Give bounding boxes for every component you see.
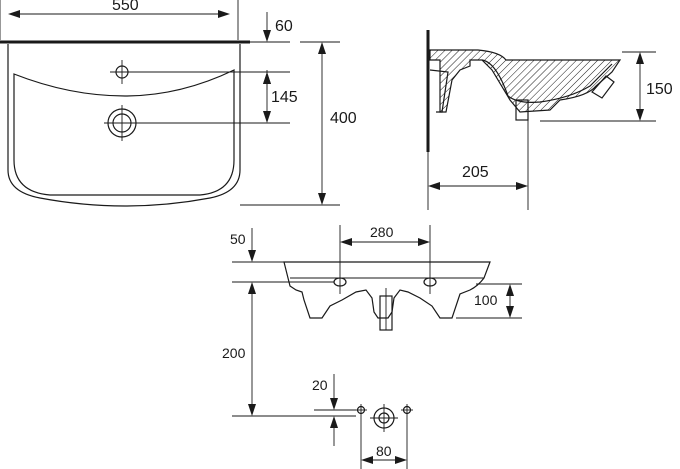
- bowl-outline: [13, 69, 235, 196]
- dim-top-to-fixing: 50: [230, 228, 334, 294]
- fixing-hole-right: [423, 270, 437, 294]
- dim-fixing-to-waste: 200: [222, 294, 356, 417]
- dim-top-rim: 60: [250, 12, 293, 90]
- dim-tap-to-waste: 145: [134, 71, 298, 124]
- dim-side-depth: 205: [427, 120, 529, 210]
- waste-detail: [355, 404, 413, 432]
- dim-top-rim-label: 60: [275, 18, 293, 35]
- basin-outline: [7, 44, 241, 207]
- section-bracket: [429, 69, 449, 113]
- dim-side-depth-label: 205: [462, 164, 489, 181]
- dim-waste-width: 80: [360, 416, 408, 469]
- back-view: 280 50 100 200: [222, 224, 522, 469]
- dim-bowl-height: 100: [456, 283, 522, 319]
- dim-height: 150: [540, 51, 673, 122]
- section-profile: [429, 49, 622, 113]
- back-profile: [283, 261, 491, 319]
- overflow-slot: [591, 75, 615, 99]
- dim-width: 550: [0, 0, 239, 40]
- dim-waste-offset-label: 20: [312, 377, 328, 393]
- side-section-view: 150 205: [426, 30, 673, 210]
- fixing-hole-left: [333, 270, 347, 294]
- waste-tail: [515, 99, 529, 121]
- dim-fixing-centres-label: 280: [370, 224, 394, 240]
- dim-fixing-centres: 280: [339, 224, 431, 270]
- top-view: 550 60 145 400: [0, 0, 357, 207]
- section-inner-line: [481, 59, 613, 103]
- dim-waste-offset: 20: [312, 374, 356, 446]
- dim-top-to-fixing-label: 50: [230, 231, 246, 247]
- dim-waste-width-label: 80: [376, 443, 392, 459]
- dim-fixing-to-waste-label: 200: [222, 345, 246, 361]
- dim-height-label: 150: [646, 81, 673, 98]
- dim-tap-to-waste-label: 145: [271, 89, 298, 106]
- dim-depth: 400: [240, 41, 357, 206]
- dim-width-label: 550: [112, 0, 139, 14]
- waste-outlet: [104, 105, 140, 141]
- dim-bowl-height-label: 100: [474, 292, 498, 308]
- tap-hole: [110, 60, 134, 84]
- dim-depth-label: 400: [330, 110, 357, 127]
